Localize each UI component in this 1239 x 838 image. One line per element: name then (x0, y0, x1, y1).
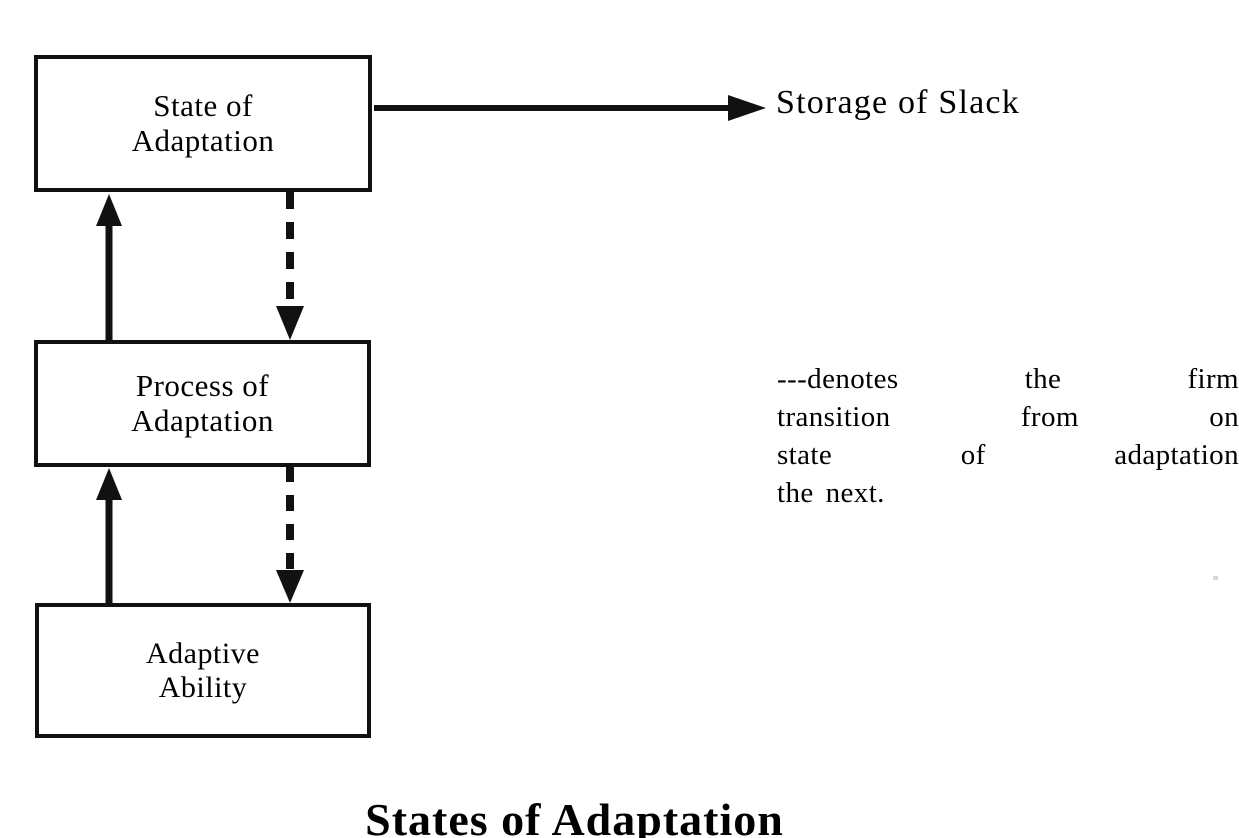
arrow-down-state-to-process-icon (276, 192, 304, 340)
legend-word: ---denotes (777, 363, 899, 395)
legend-line-3: state of adaptation (777, 436, 1239, 474)
node-adaptive-ability: Adaptive Ability (35, 603, 371, 738)
node-process-line2: Adaptation (131, 402, 274, 438)
label-storage-of-slack: Storage of Slack (776, 84, 1020, 121)
diagram-title: States of Adaptation (0, 793, 1239, 838)
legend-line-4: the next. (777, 474, 1239, 512)
legend-word: from (1020, 401, 1079, 433)
arrow-state-to-storage-icon (374, 95, 766, 121)
legend-word: state (777, 439, 833, 471)
arrow-up-ability-to-process-icon (96, 468, 122, 604)
legend-line-2: transition from on (777, 398, 1239, 436)
node-state-line1: State of (153, 87, 253, 123)
legend-word: firm (1187, 363, 1239, 395)
legend-word: adaptation (1114, 439, 1239, 471)
legend-word: of (960, 439, 986, 471)
diagram-title-text: States of Adaptation (365, 794, 784, 838)
legend-word: the (1024, 363, 1062, 395)
scan-artifact-speck (1213, 576, 1218, 580)
legend-word: on (1209, 401, 1239, 433)
node-process-line1: Process of (135, 367, 270, 403)
legend-word: transition (777, 401, 891, 433)
node-state-line2: Adaptation (131, 122, 275, 158)
node-ability-line2: Ability (158, 670, 248, 704)
legend-note: ---denotes the firm transition from on s… (777, 360, 1239, 512)
arrow-up-process-to-state-icon (96, 194, 122, 341)
node-ability-line1: Adaptive (146, 636, 260, 670)
arrow-down-process-to-ability-icon (276, 466, 304, 603)
legend-word: next. (825, 477, 885, 509)
legend-word: the (777, 477, 814, 509)
node-process-of-adaptation: Process of Adaptation (34, 340, 371, 467)
node-state-of-adaptation: State of Adaptation (34, 55, 372, 192)
legend-line-1: ---denotes the firm (777, 360, 1239, 398)
